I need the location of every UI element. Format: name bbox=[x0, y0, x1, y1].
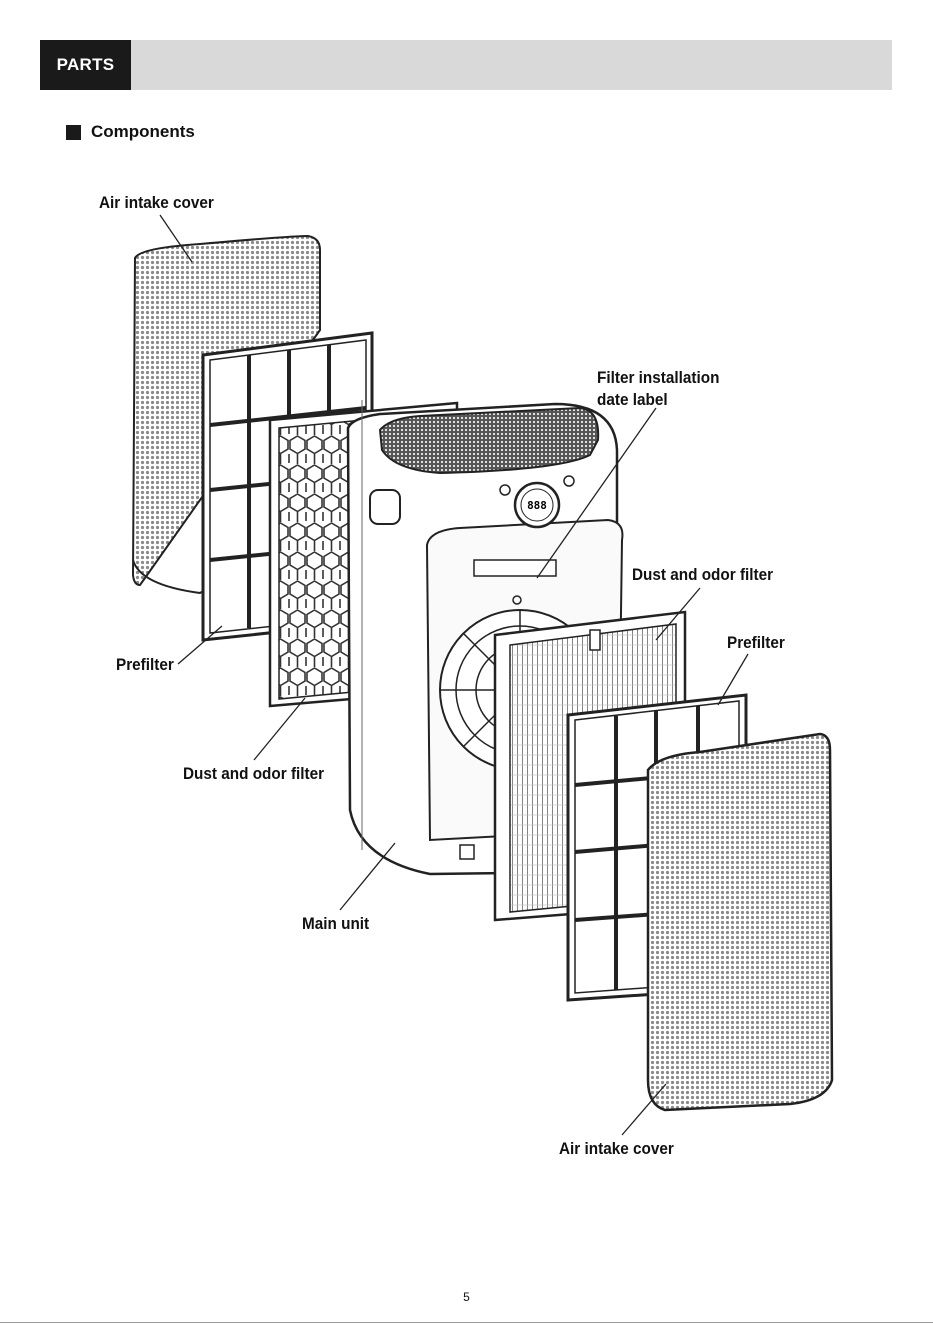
page-number: 5 bbox=[0, 1290, 933, 1304]
bottom-rule bbox=[0, 1322, 933, 1323]
label-filter-installation-line1: Filter installation bbox=[597, 367, 719, 388]
label-dust-and-odor-filter-left: Dust and odor filter bbox=[183, 763, 324, 784]
label-filter-installation-line2: date label bbox=[597, 389, 668, 410]
label-prefilter-right: Prefilter bbox=[727, 632, 785, 653]
label-prefilter-left: Prefilter bbox=[116, 654, 174, 675]
label-main-unit: Main unit bbox=[302, 913, 369, 934]
air-intake-cover-right bbox=[648, 734, 832, 1110]
label-air-intake-cover-right: Air intake cover bbox=[559, 1138, 674, 1159]
display-readout: 888 bbox=[527, 499, 547, 512]
label-air-intake-cover-left: Air intake cover bbox=[99, 192, 214, 213]
label-dust-and-odor-filter-right: Dust and odor filter bbox=[632, 564, 773, 585]
